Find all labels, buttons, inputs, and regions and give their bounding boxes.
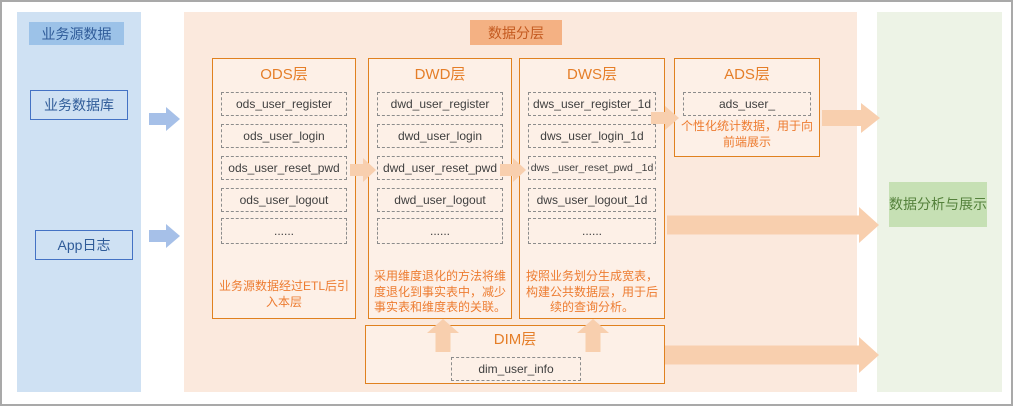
dwd-layer-title: DWD层	[414, 66, 466, 83]
dwd-layer-description: 采用维度退化的方法将维度退化到事实表中，减少事实表和维度表的关联。	[374, 269, 507, 315]
business-database-box: 业务数据库	[30, 90, 128, 120]
dim-layer-title: DIM层	[493, 331, 537, 348]
arrow-dws-to-ads-icon	[651, 105, 679, 130]
ods-layer-title: ODS层	[260, 66, 308, 83]
dwd-layer-box: DWD层 dwd_user_register dwd_user_login dw…	[368, 58, 512, 319]
table-box: ods_user_login	[221, 124, 347, 148]
table-box: ......	[221, 218, 347, 244]
dws-layer-box: DWS层 dws_user_register_1d dws_user_login…	[519, 58, 665, 319]
output-panel: 数据分析与展示	[877, 12, 1002, 392]
app-log-box: App日志	[35, 230, 133, 260]
output-label: 数据分析与展示	[889, 182, 987, 227]
arrow-dim-to-dws-icon	[577, 319, 609, 352]
dws-layer-description: 按照业务划分生成宽表，构建公共数据层，用于后续的查询分析。	[525, 269, 658, 315]
table-box: dim_user_info	[451, 357, 581, 381]
ods-layer-description: 业务源数据经过ETL后引入本层	[218, 279, 349, 309]
arrow-dws-to-output-icon	[667, 207, 879, 243]
arrow-ods-to-dwd-icon	[350, 157, 376, 182]
dim-layer-box: DIM层 dim_user_info	[365, 325, 665, 384]
table-box: dws _user_reset_pwd _1d	[528, 156, 656, 180]
arrow-ads-to-output-icon	[822, 103, 880, 133]
table-box: dwd_user_reset_pwd	[377, 156, 503, 180]
arrow-dwd-to-dws-icon	[500, 157, 526, 182]
table-box: dwd_user_register	[377, 92, 503, 116]
table-box: dws_user_logout_1d	[528, 188, 656, 212]
source-data-panel: 业务源数据 业务数据库 App日志	[17, 12, 141, 392]
table-box: ......	[377, 218, 503, 244]
table-box: ......	[528, 218, 656, 244]
ads-layer-box: ADS层 ads_user_ 个性化统计数据，用于向前端展示	[674, 58, 820, 157]
table-box: dws_user_login_1d	[528, 124, 656, 148]
table-box: ods_user_reset_pwd	[221, 156, 347, 180]
table-box: dwd_user_logout	[377, 188, 503, 212]
table-box: ads_user_	[683, 92, 811, 116]
arrow-dim-to-output-icon	[665, 337, 879, 373]
arrow-db-to-ods-icon	[149, 106, 180, 131]
ads-layer-title: ADS层	[724, 66, 770, 83]
table-box: dws_user_register_1d	[528, 92, 656, 116]
source-panel-title: 业务源数据	[29, 22, 124, 45]
arrow-dim-to-dwd-icon	[427, 319, 459, 352]
ods-layer-box: ODS层 ods_user_register ods_user_login od…	[212, 58, 356, 319]
table-box: dwd_user_login	[377, 124, 503, 148]
ads-layer-description: 个性化统计数据，用于向前端展示	[680, 119, 813, 149]
data-layering-title: 数据分层	[470, 20, 562, 45]
table-box: ods_user_register	[221, 92, 347, 116]
arrow-applog-to-ods-icon	[149, 223, 180, 248]
table-box: ods_user_logout	[221, 188, 347, 212]
dws-layer-title: DWS层	[567, 66, 617, 83]
